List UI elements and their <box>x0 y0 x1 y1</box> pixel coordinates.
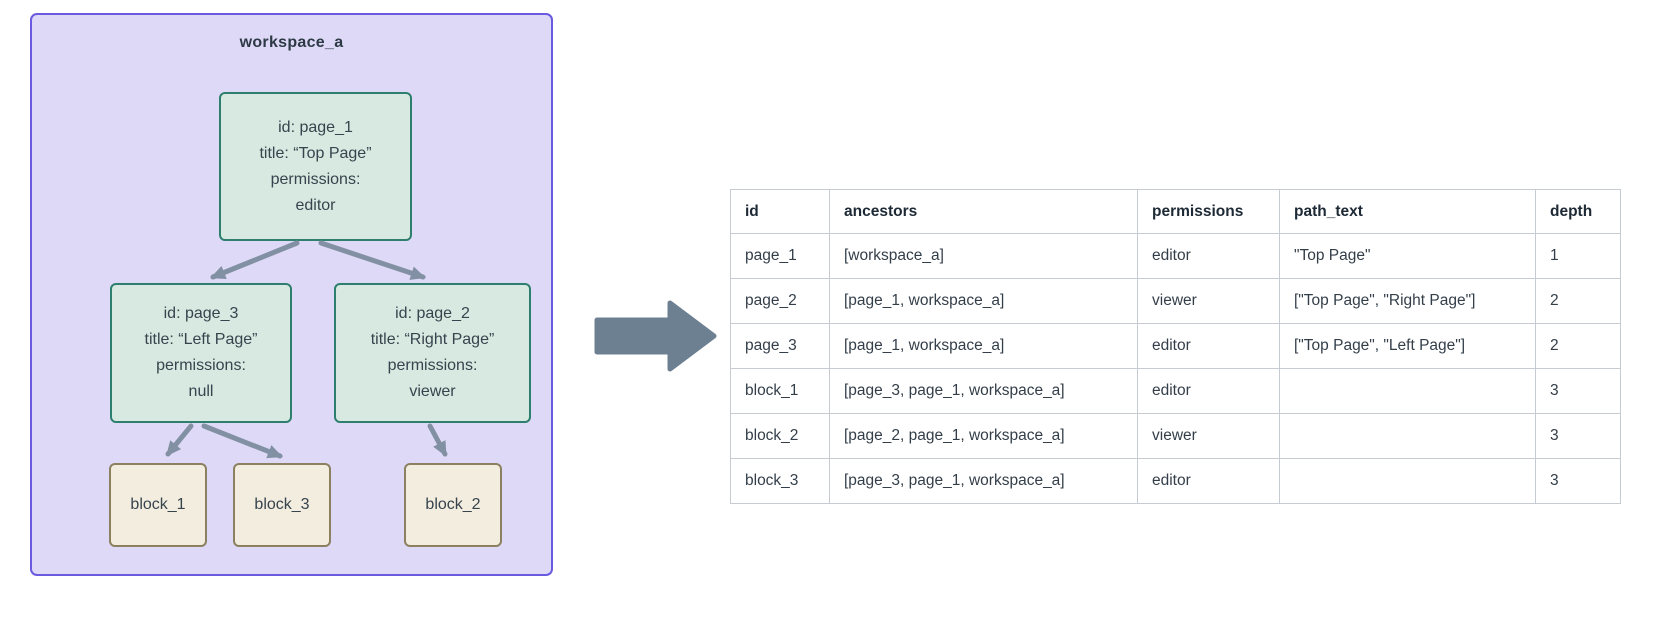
cell-id: block_2 <box>730 413 830 459</box>
cell-path-text <box>1279 368 1536 414</box>
node-line-permission-value: editor <box>295 196 336 214</box>
page-node-page-2: id: page_2 title: “Right Page” permissio… <box>334 283 531 423</box>
page-node-page-1: id: page_1 title: “Top Page” permissions… <box>219 92 412 241</box>
cell-id: page_2 <box>730 278 830 324</box>
cell-permissions: viewer <box>1137 413 1280 459</box>
block-node-block-2: block_2 <box>404 463 502 547</box>
cell-depth: 2 <box>1535 278 1621 324</box>
column-header-depth: depth <box>1535 189 1621 234</box>
node-line-title: title: “Left Page” <box>144 331 258 348</box>
cell-depth: 3 <box>1535 413 1621 459</box>
cell-ancestors: [page_1, workspace_a] <box>829 323 1138 369</box>
cell-id: block_3 <box>730 458 830 504</box>
cell-ancestors: [workspace_a] <box>829 233 1138 279</box>
column-header-permissions: permissions <box>1137 189 1280 234</box>
cell-ancestors: [page_3, page_1, workspace_a] <box>829 368 1138 414</box>
node-line-permission-value: null <box>188 383 214 400</box>
cell-path-text: ["Top Page", "Right Page"] <box>1279 278 1536 324</box>
cell-permissions: editor <box>1137 368 1280 414</box>
table-header-row: id ancestors permissions path_text depth <box>730 189 1621 234</box>
cell-ancestors: [page_3, page_1, workspace_a] <box>829 458 1138 504</box>
workspace-title: workspace_a <box>239 34 344 51</box>
node-line-title: title: “Top Page” <box>259 144 372 162</box>
cell-permissions: editor <box>1137 323 1280 369</box>
cell-depth: 2 <box>1535 323 1621 369</box>
table-row: page_2 [page_1, workspace_a] viewer ["To… <box>730 278 1621 324</box>
table-row: block_1 [page_3, page_1, workspace_a] ed… <box>730 368 1621 414</box>
cell-depth: 3 <box>1535 368 1621 414</box>
cell-path-text: ["Top Page", "Left Page"] <box>1279 323 1536 369</box>
cell-path-text: "Top Page" <box>1279 233 1536 279</box>
page-node-page-3: id: page_3 title: “Left Page” permission… <box>110 283 292 423</box>
column-header-path-text: path_text <box>1279 189 1536 234</box>
node-line-title: title: “Right Page” <box>370 331 495 348</box>
cell-depth: 3 <box>1535 458 1621 504</box>
block-node-block-3: block_3 <box>233 463 331 547</box>
cell-id: page_1 <box>730 233 830 279</box>
table-row: page_1 [workspace_a] editor "Top Page" 1 <box>730 233 1621 279</box>
column-header-id: id <box>730 189 830 234</box>
table-row: block_2 [page_2, page_1, workspace_a] vi… <box>730 413 1621 459</box>
cell-depth: 1 <box>1535 233 1621 279</box>
node-line-id: id: page_1 <box>278 118 353 136</box>
node-line-id: id: page_2 <box>395 305 470 322</box>
cell-id: block_1 <box>730 368 830 414</box>
big-right-arrow-icon <box>594 300 717 372</box>
cell-ancestors: [page_1, workspace_a] <box>829 278 1138 324</box>
cell-ancestors: [page_2, page_1, workspace_a] <box>829 413 1138 459</box>
block-node-block-1: block_1 <box>109 463 207 547</box>
cell-permissions: editor <box>1137 233 1280 279</box>
cell-permissions: editor <box>1137 458 1280 504</box>
cell-id: page_3 <box>730 323 830 369</box>
cell-permissions: viewer <box>1137 278 1280 324</box>
node-line-id: id: page_3 <box>163 305 239 322</box>
table-row: block_3 [page_3, page_1, workspace_a] ed… <box>730 458 1621 504</box>
node-line-permissions: permissions: <box>270 170 361 188</box>
block-label: block_2 <box>425 496 481 513</box>
cell-path-text <box>1279 413 1536 459</box>
cell-path-text <box>1279 458 1536 504</box>
block-label: block_3 <box>254 496 310 513</box>
column-header-ancestors: ancestors <box>829 189 1138 234</box>
block-label: block_1 <box>130 496 186 513</box>
node-line-permissions: permissions: <box>156 357 246 374</box>
hierarchy-table: id ancestors permissions path_text depth… <box>730 189 1621 504</box>
table-row: page_3 [page_1, workspace_a] editor ["To… <box>730 323 1621 369</box>
node-line-permission-value: viewer <box>409 383 456 400</box>
node-line-permissions: permissions: <box>387 357 478 374</box>
